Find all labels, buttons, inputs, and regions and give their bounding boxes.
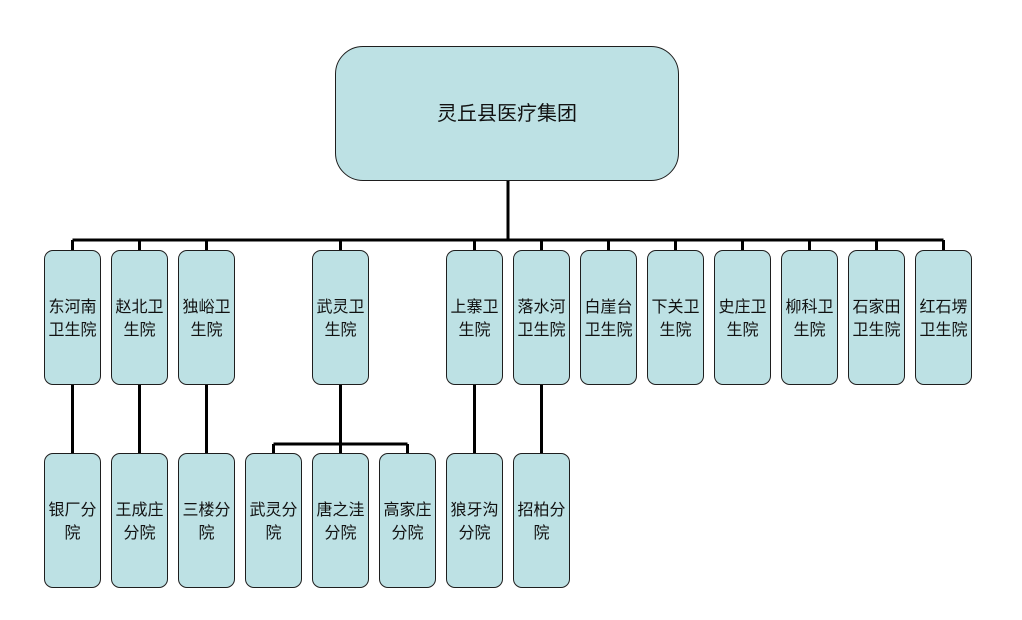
node-liuke-label: 柳科卫生院 — [785, 296, 834, 339]
node-shangzhai: 上寨卫生院 — [446, 250, 503, 385]
node-shangzhai-label: 上寨卫生院 — [450, 296, 499, 339]
node-hongshilao: 红石塄卫生院 — [915, 250, 972, 385]
node-shijiatian-label: 石家田卫生院 — [852, 296, 901, 339]
node-wangchengzhuang: 王成庄分院 — [111, 453, 168, 588]
node-sanlou-label: 三楼分院 — [182, 499, 231, 542]
node-gaojiazhuang-label: 高家庄分院 — [383, 499, 432, 542]
node-tangzhiwa: 唐之洼分院 — [312, 453, 369, 588]
node-luoshuihe: 落水河卫生院 — [513, 250, 570, 385]
node-yinchang: 银厂分院 — [44, 453, 101, 588]
node-shizhuang: 史庄卫生院 — [714, 250, 771, 385]
node-wuling-fen: 武灵分院 — [245, 453, 302, 588]
node-baiyatai-label: 白崖台卫生院 — [584, 296, 633, 339]
node-liuke: 柳科卫生院 — [781, 250, 838, 385]
node-wangchengzhuang-label: 王成庄分院 — [115, 499, 164, 542]
node-duyu: 独峪卫生院 — [178, 250, 235, 385]
node-xiaguan-label: 下关卫生院 — [651, 296, 700, 339]
node-tangzhiwa-label: 唐之洼分院 — [316, 499, 365, 542]
node-wuling: 武灵卫生院 — [312, 250, 369, 385]
node-duyu-label: 独峪卫生院 — [182, 296, 231, 339]
node-langyagou: 狼牙沟分院 — [446, 453, 503, 588]
node-baiyatai: 白崖台卫生院 — [580, 250, 637, 385]
node-wuling-fen-label: 武灵分院 — [249, 499, 298, 542]
node-zhaobei-label: 赵北卫生院 — [115, 296, 164, 339]
node-shizhuang-label: 史庄卫生院 — [718, 296, 767, 339]
node-sanlou: 三楼分院 — [178, 453, 235, 588]
node-wuling-label: 武灵卫生院 — [316, 296, 365, 339]
node-yinchang-label: 银厂分院 — [48, 499, 97, 542]
node-zhaobai: 招柏分院 — [513, 453, 570, 588]
node-zhaobei: 赵北卫生院 — [111, 250, 168, 385]
root-node-label: 灵丘县医疗集团 — [437, 101, 577, 125]
node-xiaguan: 下关卫生院 — [647, 250, 704, 385]
node-donghenan-label: 东河南卫生院 — [48, 296, 97, 339]
node-luoshuihe-label: 落水河卫生院 — [517, 296, 566, 339]
node-donghenan: 东河南卫生院 — [44, 250, 101, 385]
node-shijiatian: 石家田卫生院 — [848, 250, 905, 385]
node-zhaobai-label: 招柏分院 — [517, 499, 566, 542]
node-hongshilao-label: 红石塄卫生院 — [919, 296, 968, 339]
node-gaojiazhuang: 高家庄分院 — [379, 453, 436, 588]
root-node: 灵丘县医疗集团 — [335, 46, 679, 181]
node-langyagou-label: 狼牙沟分院 — [450, 499, 499, 542]
